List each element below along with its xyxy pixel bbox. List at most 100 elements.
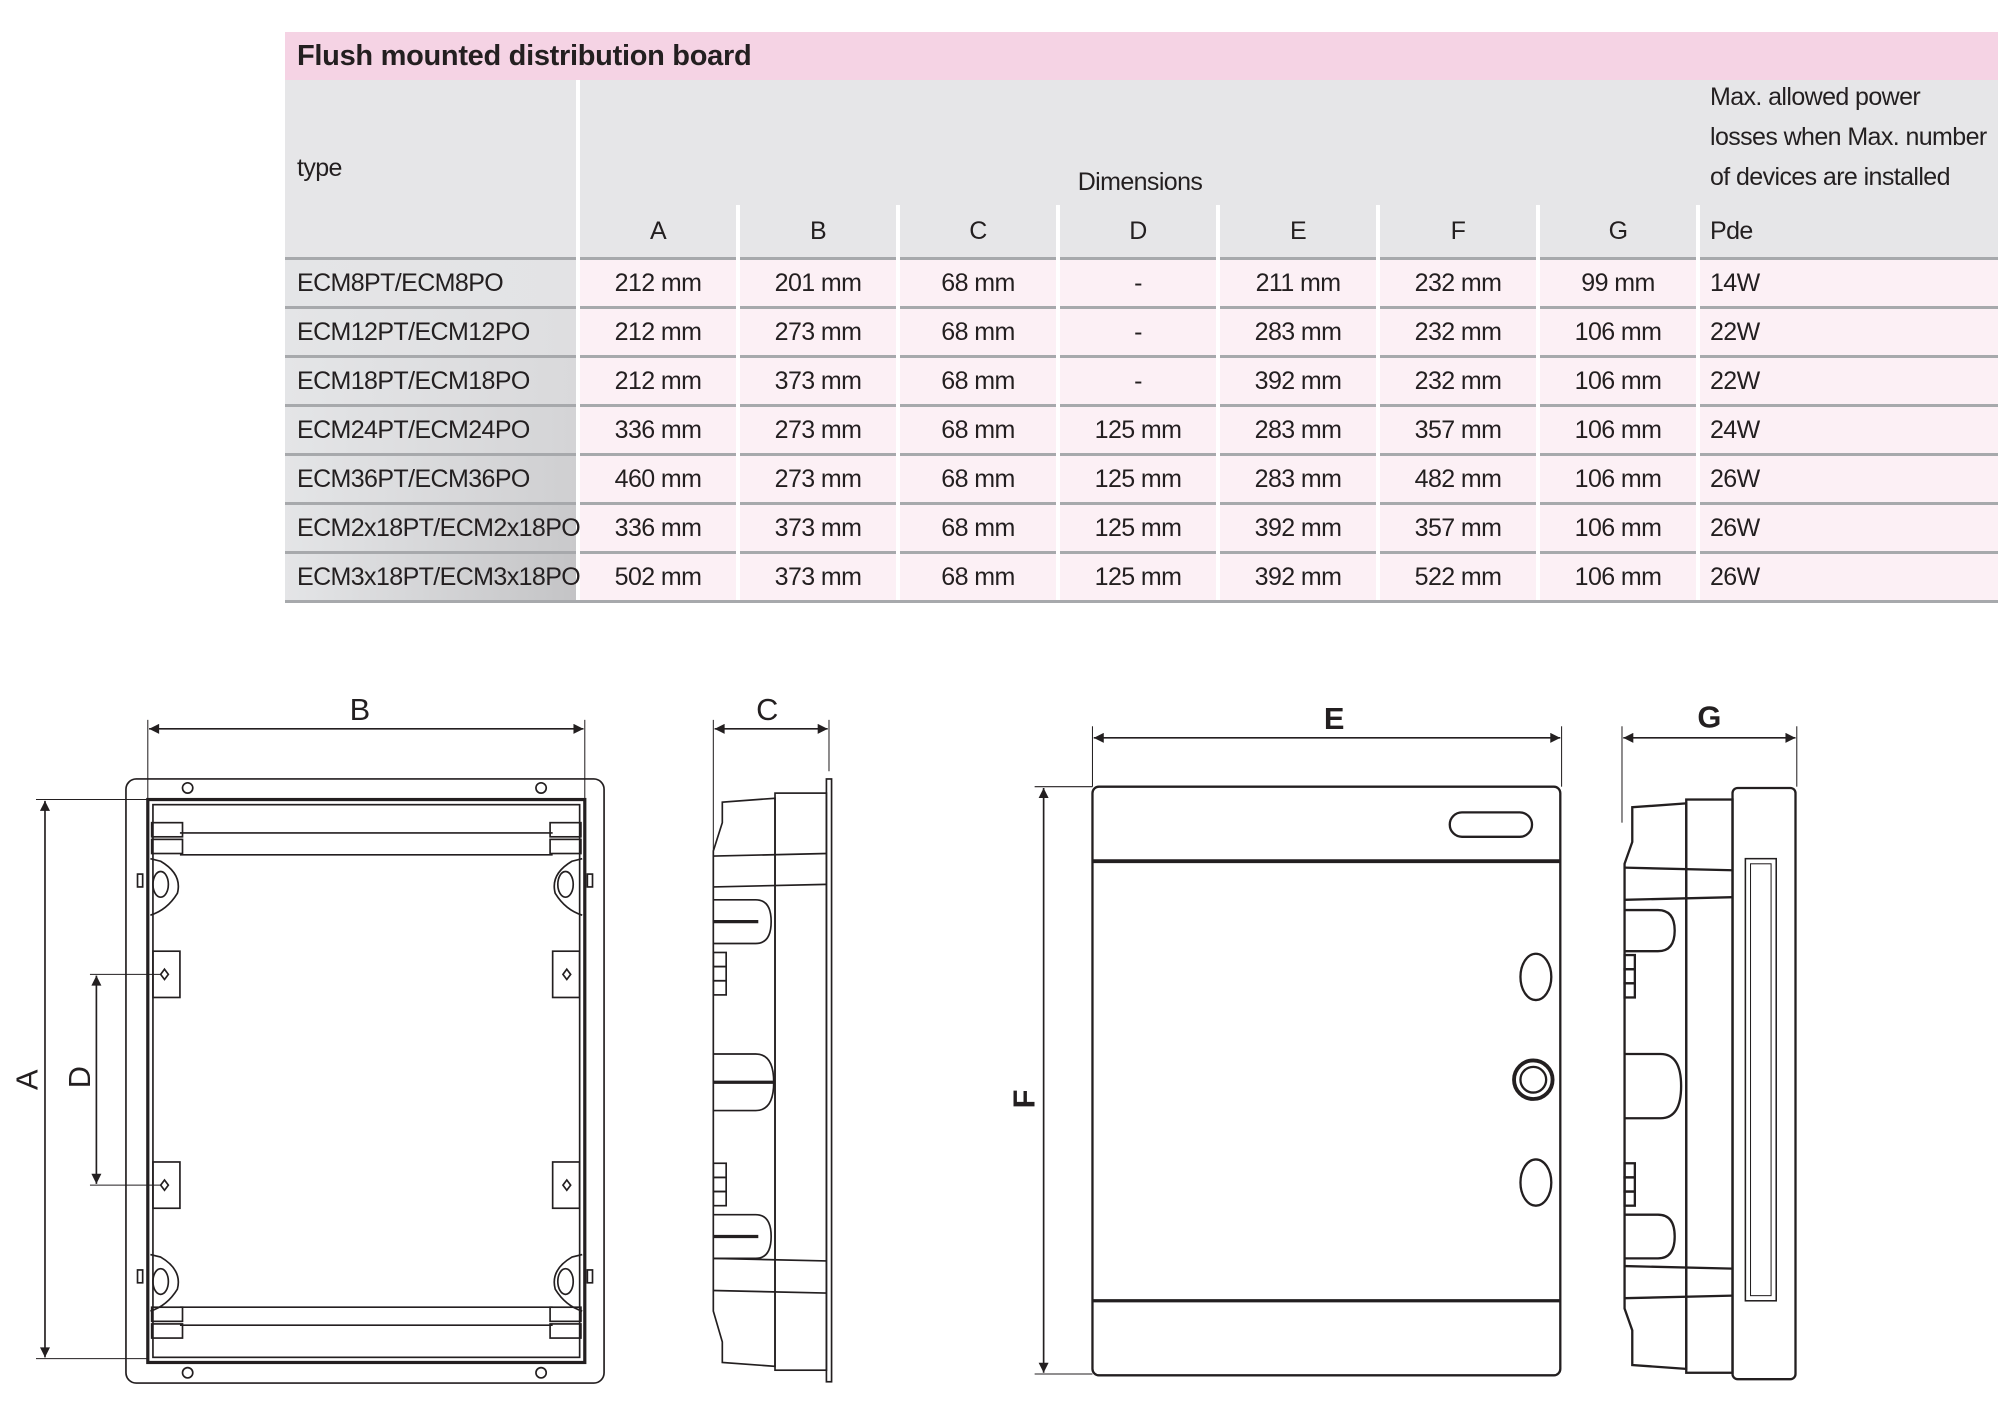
header-pde-description: Max. allowed power losses when Max. numb… [1700,80,1998,205]
cell-dim-b: 373 mm [740,502,896,551]
dim-label-d: D [62,1066,97,1088]
cell-pde: 26W [1700,453,1998,502]
header-col-a: A [580,205,736,257]
dim-label-a: A [9,1069,44,1090]
cell-dim-g: 106 mm [1540,453,1696,502]
header-col-d: D [1060,205,1216,257]
cell-dim-g: 106 mm [1540,502,1696,551]
keyhole-bracket-icon [150,857,583,1312]
cell-dim-d: - [1060,355,1216,404]
cell-dim-b: 273 mm [740,404,896,453]
cell-dim-f: 357 mm [1380,404,1536,453]
cell-dim-g: 106 mm [1540,404,1696,453]
cell-dim-f: 357 mm [1380,502,1536,551]
cell-dim-c: 68 mm [900,502,1056,551]
cell-type: ECM3x18PT/ECM3x18PO [285,551,581,600]
cell-dim-f: 482 mm [1380,453,1536,502]
cell-dim-c: 68 mm [900,404,1056,453]
cell-dim-f: 232 mm [1380,257,1536,306]
cell-dim-e: 283 mm [1220,404,1376,453]
board-side-view: G [1621,700,1798,1381]
cell-dim-a: 502 mm [580,551,736,600]
cell-pde: 14W [1700,257,1998,306]
cell-pde: 26W [1700,551,1998,600]
cell-dim-e: 392 mm [1220,502,1376,551]
cell-dim-f: 232 mm [1380,355,1536,404]
cell-pde: 26W [1700,502,1998,551]
cell-dim-d: 125 mm [1060,453,1216,502]
dim-label-c: C [756,692,778,727]
cell-dim-a: 212 mm [580,257,736,306]
header-col-c: C [900,205,1056,257]
cell-dim-e: 392 mm [1220,551,1376,600]
header-dimensions: Dimensions [580,80,1700,205]
cell-dim-b: 273 mm [740,453,896,502]
dim-label-b: B [350,692,371,727]
dim-label-f: F [1007,1090,1042,1109]
header-type: type [285,80,576,257]
pde-desc-line: losses when Max. number [1710,123,1987,151]
cell-dim-e: 211 mm [1220,257,1376,306]
cell-type: ECM8PT/ECM8PO [285,257,576,306]
cell-dim-f: 232 mm [1380,306,1536,355]
pde-desc-line: of devices are installed [1710,163,1951,191]
cell-dim-b: 373 mm [740,355,896,404]
cell-dim-c: 68 mm [900,257,1056,306]
cell-type: ECM24PT/ECM24PO [285,404,576,453]
cell-dim-d: - [1060,257,1216,306]
dim-label-g: G [1697,700,1721,735]
cell-dim-f: 522 mm [1380,551,1536,600]
cell-dim-b: 373 mm [740,551,896,600]
cell-dim-a: 212 mm [580,355,736,404]
cell-dim-g: 106 mm [1540,355,1696,404]
cell-dim-b: 201 mm [740,257,896,306]
cell-dim-a: 336 mm [580,404,736,453]
cell-dim-d: 125 mm [1060,502,1216,551]
cell-dim-d: 125 mm [1060,551,1216,600]
cell-dim-g: 106 mm [1540,551,1696,600]
cell-dim-c: 68 mm [900,355,1056,404]
cell-dim-a: 460 mm [580,453,736,502]
cell-dim-c: 68 mm [900,453,1056,502]
cell-dim-e: 283 mm [1220,306,1376,355]
cell-dim-e: 283 mm [1220,453,1376,502]
header-col-b: B [740,205,896,257]
header-col-e: E [1220,205,1376,257]
cell-type: ECM36PT/ECM36PO [285,453,576,502]
header-pde: Pde [1700,205,1998,257]
cell-dim-d: 125 mm [1060,404,1216,453]
cell-dim-a: 336 mm [580,502,736,551]
cell-dim-d: - [1060,306,1216,355]
label-window [1448,811,1534,838]
dimensions-table: Flush mounted distribution board type Di… [285,32,1998,603]
cell-type: ECM18PT/ECM18PO [285,355,576,404]
cell-dim-b: 273 mm [740,306,896,355]
cell-pde: 22W [1700,355,1998,404]
board-front-view: E F [1007,701,1563,1377]
header-col-f: F [1380,205,1536,257]
cell-dim-g: 106 mm [1540,306,1696,355]
cell-dim-g: 99 mm [1540,257,1696,306]
frame-front-view: B A D [9,692,605,1384]
cell-type: ECM2x18PT/ECM2x18PO [285,502,581,551]
cell-type: ECM12PT/ECM12PO [285,306,576,355]
pde-desc-line: Max. allowed power [1710,83,1921,111]
cell-pde: 22W [1700,306,1998,355]
cell-dim-a: 212 mm [580,306,736,355]
header-col-g: G [1540,205,1696,257]
cell-dim-e: 392 mm [1220,355,1376,404]
cell-dim-c: 68 mm [900,306,1056,355]
table-title: Flush mounted distribution board [285,32,1998,80]
frame-side-view: C [712,692,833,1383]
table-header: type Dimensions Max. allowed power losse… [285,80,1998,257]
cell-pde: 24W [1700,404,1998,453]
